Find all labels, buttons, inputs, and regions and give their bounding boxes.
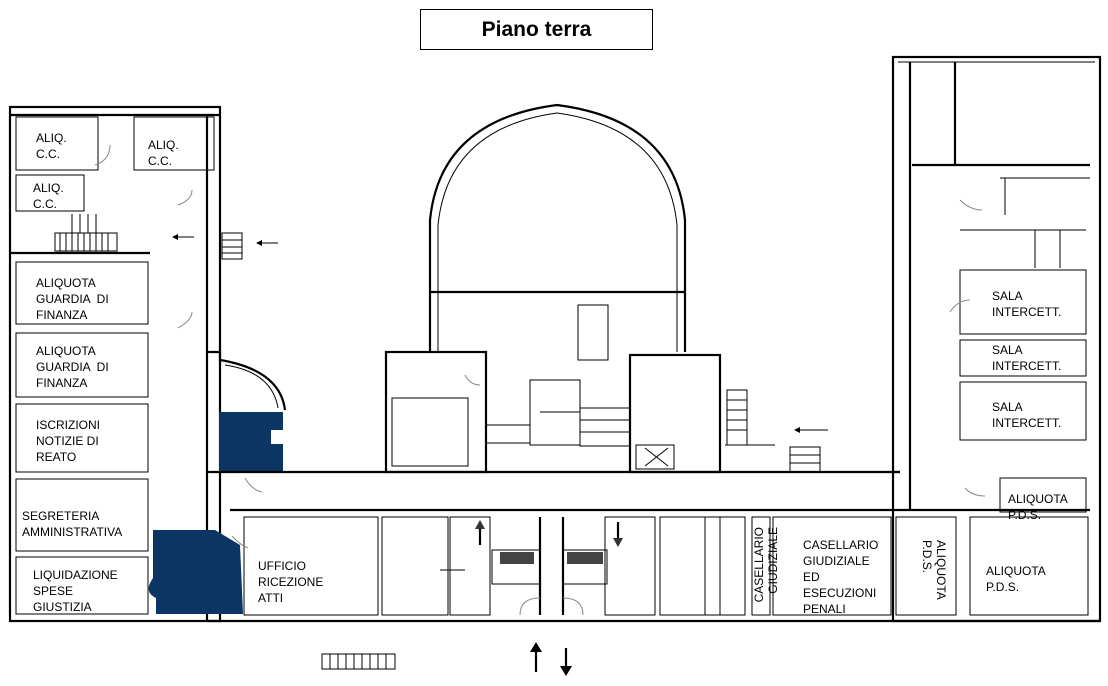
room-label-casellario-giudiziale: CASELLARIO GIUDIZIALE xyxy=(752,527,780,603)
room-label-sala-intercett-1: SALA INTERCETT. xyxy=(992,289,1062,319)
right-wing-walls xyxy=(891,55,1102,623)
room-label-aliquota-pds-2: ALIQUOTA P.D.S. xyxy=(1008,492,1068,522)
bottom-wing-walls xyxy=(207,470,1100,670)
central-block-walls xyxy=(384,103,722,474)
room-label-aliq-cc-2: ALIQ. C.C. xyxy=(148,138,179,168)
door-swings xyxy=(94,144,986,549)
room-label-aliquota-gdf-2: ALIQUOTA GUARDIA DI FINANZA xyxy=(36,344,109,390)
room-label-liquidazione: LIQUIDAZIONE SPESE GIUSTIZIA xyxy=(33,568,118,614)
room-label-aliquota-pds-1: ALIQUOTA P.D.S. xyxy=(986,564,1046,594)
floor-title: Piano terra xyxy=(420,9,653,50)
highlight-room-lower xyxy=(148,530,243,614)
room-label-sala-intercett-3: SALA INTERCETT. xyxy=(992,400,1062,430)
room-label-aliquota-gdf-1: ALIQUOTA GUARDIA DI FINANZA xyxy=(36,276,109,322)
room-label-aliq-cc-3: ALIQ. C.C. xyxy=(33,181,64,211)
room-label-aliquota-pds-vertical: ALIQUOTA P.D.S. xyxy=(920,540,948,600)
stair-treads-left xyxy=(59,214,109,251)
entrance-arrows xyxy=(475,520,623,676)
room-label-ufficio-ricezione: UFFICIO RICEZIONE ATTI xyxy=(258,559,324,605)
room-label-iscrizioni: ISCRIZIONI NOTIZIE DI REATO xyxy=(36,418,101,464)
room-label-aliq-cc-1: ALIQ. C.C. xyxy=(36,131,67,161)
room-label-sala-intercett-2: SALA INTERCETT. xyxy=(992,343,1062,373)
room-label-segreteria: SEGRETERIA AMMINISTRATIVA xyxy=(22,509,123,539)
room-label-casellario-esecuzioni: CASELLARIO GIUDIZIALE ED ESECUZIONI PENA… xyxy=(803,538,879,616)
